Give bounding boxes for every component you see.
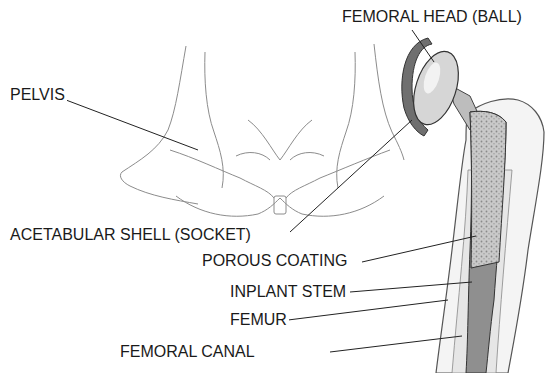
part-label: FEMORAL HEAD (BALL)	[340, 8, 524, 26]
femur-bone	[436, 99, 544, 373]
part-label: FEMORAL CANAL	[118, 343, 257, 361]
part-label: FEMUR	[228, 311, 289, 329]
femoral-head	[405, 46, 467, 131]
pelvis-outline	[120, 44, 404, 216]
femoral-head-highlight	[420, 61, 443, 96]
part-label: ACETABULAR SHELL (SOCKET)	[8, 226, 253, 244]
leader-lines	[66, 30, 476, 352]
implant-stem	[466, 111, 506, 373]
part-label: PELVIS	[8, 86, 67, 104]
part-label: INPLANT STEM	[228, 283, 348, 301]
porous-coating	[470, 111, 506, 268]
part-label: POROUS COATING	[200, 252, 350, 270]
